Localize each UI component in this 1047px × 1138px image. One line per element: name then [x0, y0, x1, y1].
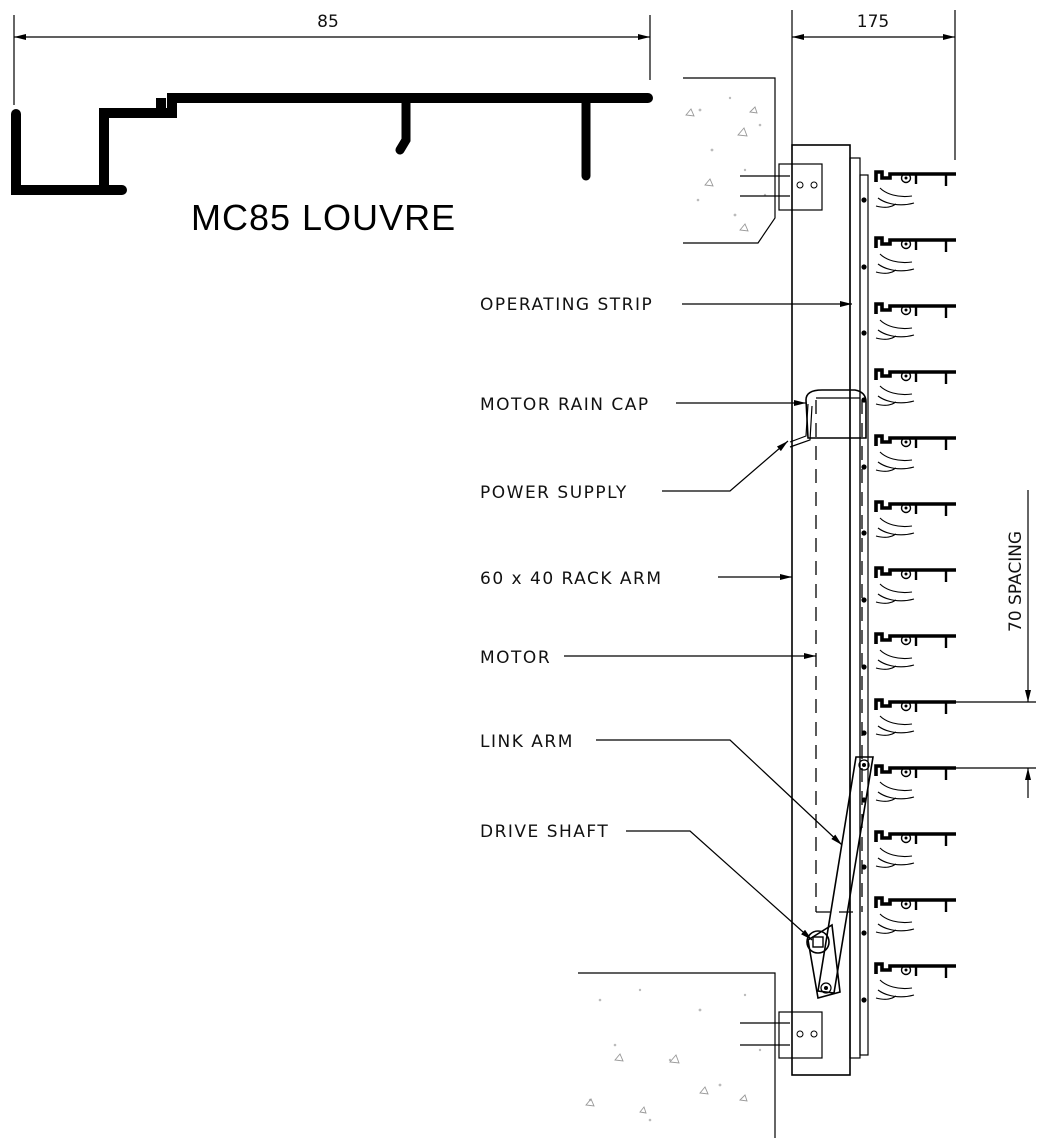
callout-power-supply: POWER SUPPLY: [480, 440, 789, 503]
callout-motor-rain-cap-label: MOTOR RAIN CAP: [480, 395, 650, 415]
dimension-175-label: 175: [857, 12, 889, 32]
louvre-blade: [874, 962, 958, 1002]
power-supply-cable: [789, 403, 809, 443]
callout-rack-arm-label: 60 x 40 RACK ARM: [480, 569, 663, 589]
callout-operating-strip-label: OPERATING STRIP: [480, 295, 653, 315]
dimension-70-spacing: 70 SPACING: [945, 490, 1036, 798]
louvre-blade: [874, 896, 958, 936]
louvre-blade: [874, 764, 958, 804]
callout-motor-rain-cap: MOTOR RAIN CAP: [480, 395, 806, 415]
callout-power-supply-label: POWER SUPPLY: [480, 483, 628, 503]
motor: [815, 400, 863, 913]
louvre-blade: [874, 698, 958, 738]
louvre-blade: [874, 632, 958, 672]
callout-link-arm-label: LINK ARM: [480, 732, 574, 752]
dimension-85-label: 85: [317, 12, 339, 32]
dimension-70-label: 70 SPACING: [1006, 531, 1026, 632]
strip-pivots: [861, 197, 867, 1003]
callout-drive-shaft: DRIVE SHAFT: [480, 822, 813, 941]
callout-motor: MOTOR: [480, 648, 816, 668]
drawing-title: MC85 LOUVRE: [191, 197, 456, 238]
louvre-blade: [874, 236, 958, 276]
callout-rack-arm: 60 x 40 RACK ARM: [480, 569, 792, 589]
link-arm: [817, 756, 874, 994]
callout-motor-label: MOTOR: [480, 648, 551, 668]
louvre-blade: [874, 500, 958, 540]
drive-shaft: [806, 923, 841, 1000]
dimension-175: 175: [791, 10, 956, 160]
louvre-blade: [874, 830, 958, 870]
concrete-wall-bottom: [578, 972, 776, 1138]
louvre-blades: [874, 170, 958, 1002]
louvre-profile: [11, 93, 653, 195]
callout-link-arm: LINK ARM: [480, 732, 843, 846]
louvre-blade: [874, 170, 958, 210]
louvre-blade: [874, 368, 958, 408]
callout-drive-shaft-label: DRIVE SHAFT: [480, 822, 609, 842]
louvre-blade: [874, 434, 958, 474]
dimension-85: 85: [13, 12, 651, 105]
louvre-blade: [874, 566, 958, 606]
bracket-top: [740, 163, 823, 211]
callout-operating-strip: OPERATING STRIP: [480, 295, 852, 315]
motor-rain-cap: [805, 389, 867, 439]
bracket-bottom: [740, 1011, 823, 1059]
concrete-wall-top: [683, 77, 776, 244]
frame-rack-arm: [791, 144, 869, 1076]
louvre-blade: [874, 302, 958, 342]
